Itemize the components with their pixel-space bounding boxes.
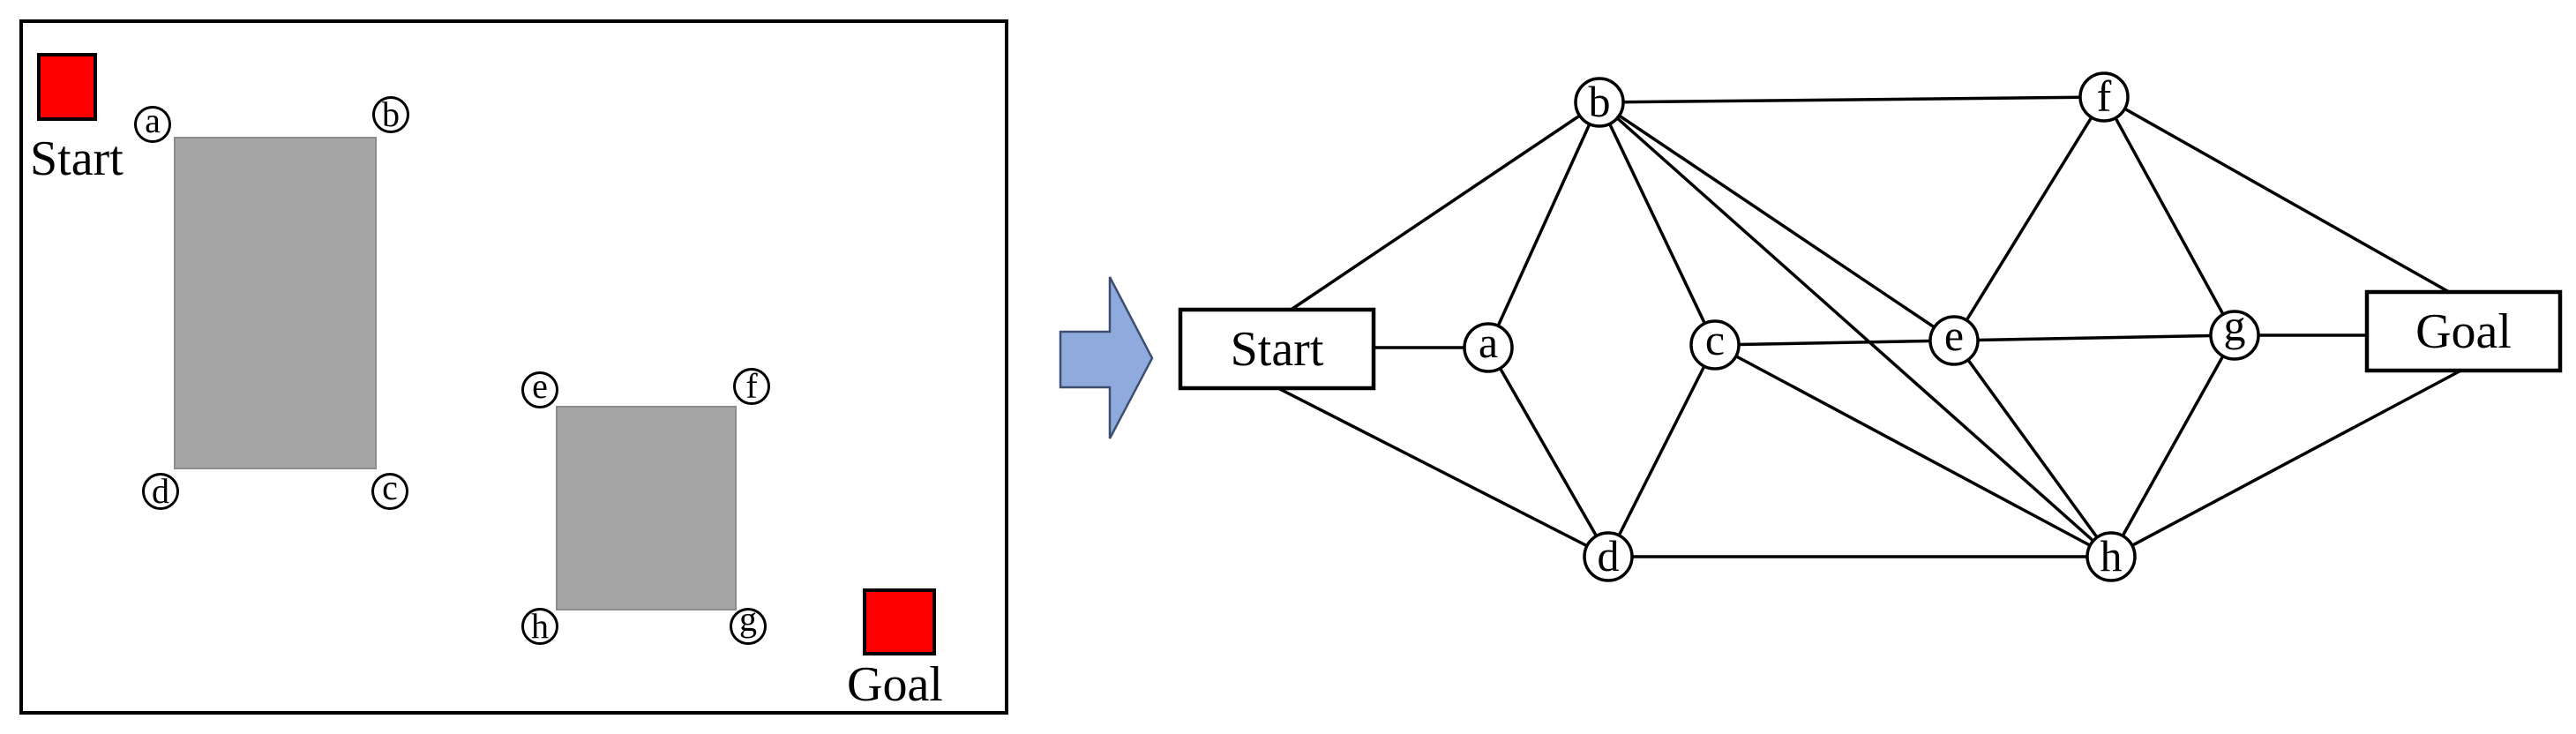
obstacle-1 <box>174 137 377 469</box>
graph-box-goal <box>2364 289 2563 373</box>
graph-node-d <box>1583 531 1634 582</box>
corner-node-c: c <box>371 468 408 510</box>
edge-a-b <box>1486 101 1601 348</box>
graph-node-label-a: a <box>1479 318 1498 367</box>
edge-e-h <box>1952 339 2113 558</box>
edge-Start-d <box>1270 383 1609 558</box>
graph-node-label-d: d <box>1598 531 1620 580</box>
corner-node-e: e <box>521 366 558 408</box>
corner-node-d: d <box>142 473 179 510</box>
edge-f-g <box>2102 96 2236 336</box>
edge-c-h <box>1714 343 2112 558</box>
corner-node-g: g <box>730 602 767 645</box>
goal-label: Goal <box>847 657 943 712</box>
graph-box-label-start: Start <box>1231 322 1324 377</box>
corner-node-label-h: h <box>531 606 549 646</box>
corner-node-h: h <box>521 608 558 645</box>
graph-node-f <box>2078 71 2130 123</box>
edge-b-h <box>1598 101 2113 558</box>
graph-box-start <box>1178 307 1376 391</box>
edge-b-c <box>1598 101 1717 346</box>
corner-node-label-e: e <box>532 366 548 406</box>
corner-node-label-g: g <box>739 599 757 639</box>
graph-node-c <box>1689 319 1741 371</box>
graph-node-label-b: b <box>1589 77 1611 126</box>
graph-node-label-f: f <box>2097 71 2112 121</box>
start-square <box>37 53 97 121</box>
edge-b-e <box>1599 101 1955 342</box>
edge-e-f <box>1952 96 2106 341</box>
graph-node-h <box>2086 531 2137 582</box>
corner-node-b: b <box>372 96 409 133</box>
graph-node-label-h: h <box>2100 531 2123 580</box>
edge-e-g <box>1953 333 2235 342</box>
edge-c-e <box>1714 339 1955 347</box>
edge-h-Goal <box>2110 365 2468 558</box>
graph-node-a <box>1463 322 1514 373</box>
corner-node-label-c: c <box>382 468 398 507</box>
obstacle-2 <box>556 406 737 610</box>
graph-node-g <box>2209 310 2260 361</box>
corner-node-a: a <box>134 101 171 143</box>
graph-node-e <box>1928 315 1980 366</box>
corner-node-f: f <box>733 368 770 405</box>
start-label: Start <box>30 131 124 186</box>
edge-c-d <box>1606 344 1717 558</box>
corner-node-label-a: a <box>145 101 161 140</box>
corner-node-label-b: b <box>382 94 400 134</box>
graph-box-label-goal: Goal <box>2415 304 2512 359</box>
right-arrow-icon <box>1059 276 1154 439</box>
edge-b-f <box>1599 95 2105 104</box>
corner-node-label-d: d <box>152 471 169 511</box>
graph-node-b <box>1574 77 1625 128</box>
corner-node-label-f: f <box>745 366 758 406</box>
graph-node-label-e: e <box>1944 311 1964 360</box>
edge-g-h <box>2109 334 2236 558</box>
edge-Start-b <box>1284 101 1600 316</box>
edge-a-d <box>1486 347 1610 558</box>
goal-square <box>863 588 936 655</box>
edge-f-Goal <box>2103 95 2458 298</box>
graph-node-label-c: c <box>1705 315 1725 364</box>
graph-node-label-g: g <box>2224 301 2246 350</box>
